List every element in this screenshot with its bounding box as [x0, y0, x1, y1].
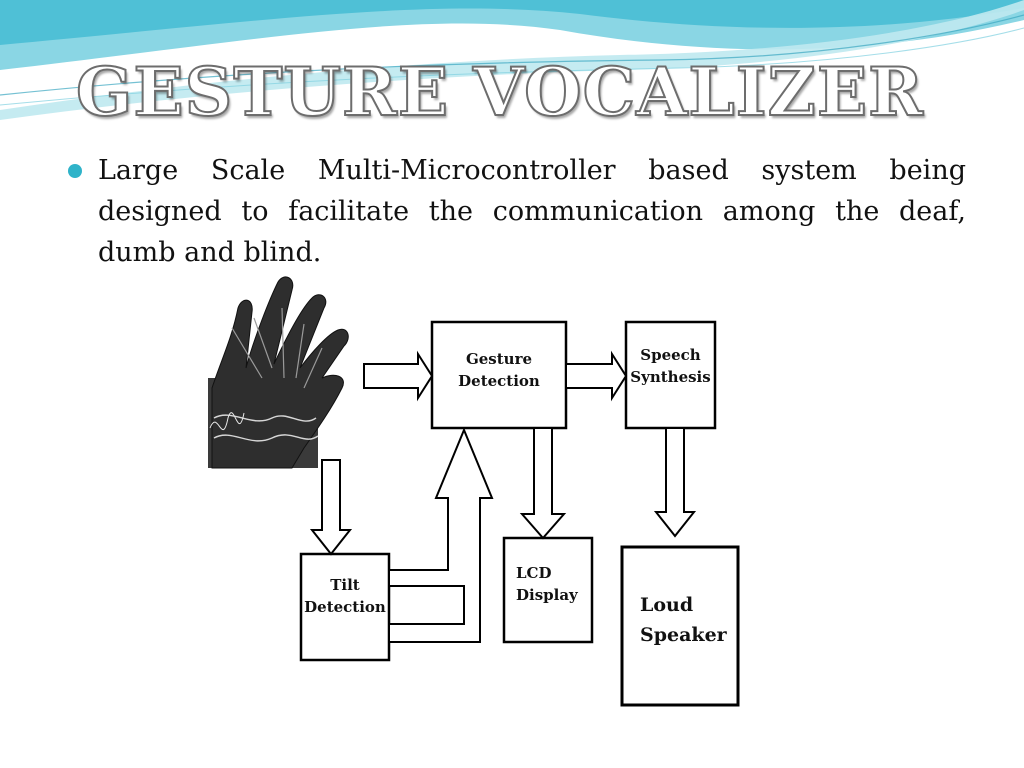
arrow-hand-to-gesture [363, 350, 434, 402]
block-diagram-svg [208, 276, 740, 707]
header-wave-decoration [0, 0, 1024, 120]
speech-synthesis-label: Speech Synthesis [630, 346, 711, 386]
tilt-detection-label: Tilt Detection [304, 576, 386, 616]
arrow-speech-to-speaker [653, 427, 697, 538]
lcd-display-box [502, 536, 594, 644]
bullet-text: Large Scale Multi-Microcontroller based … [98, 155, 966, 268]
loud-speaker-box [620, 545, 740, 707]
gesture-detection-label: Gesture Detection [458, 350, 540, 390]
glove-hand-image [208, 276, 349, 469]
speech-synthesis-box [624, 320, 717, 430]
slide-title: GESTURE VOCALIZER [75, 52, 925, 132]
arrow-hand-to-tilt [309, 459, 353, 556]
arrow-gesture-to-speech [565, 350, 628, 402]
lcd-display-label: LCD Display [516, 564, 578, 604]
tilt-detection-box [299, 552, 391, 662]
loud-speaker-label: Loud Speaker [640, 594, 727, 646]
arrow-gesture-to-lcd [519, 427, 567, 540]
bullet-icon [68, 164, 82, 178]
arrow-tilt-to-gesture [388, 427, 494, 643]
block-diagram: Gesture Detection Speech Synthesis Tilt … [192, 268, 768, 728]
